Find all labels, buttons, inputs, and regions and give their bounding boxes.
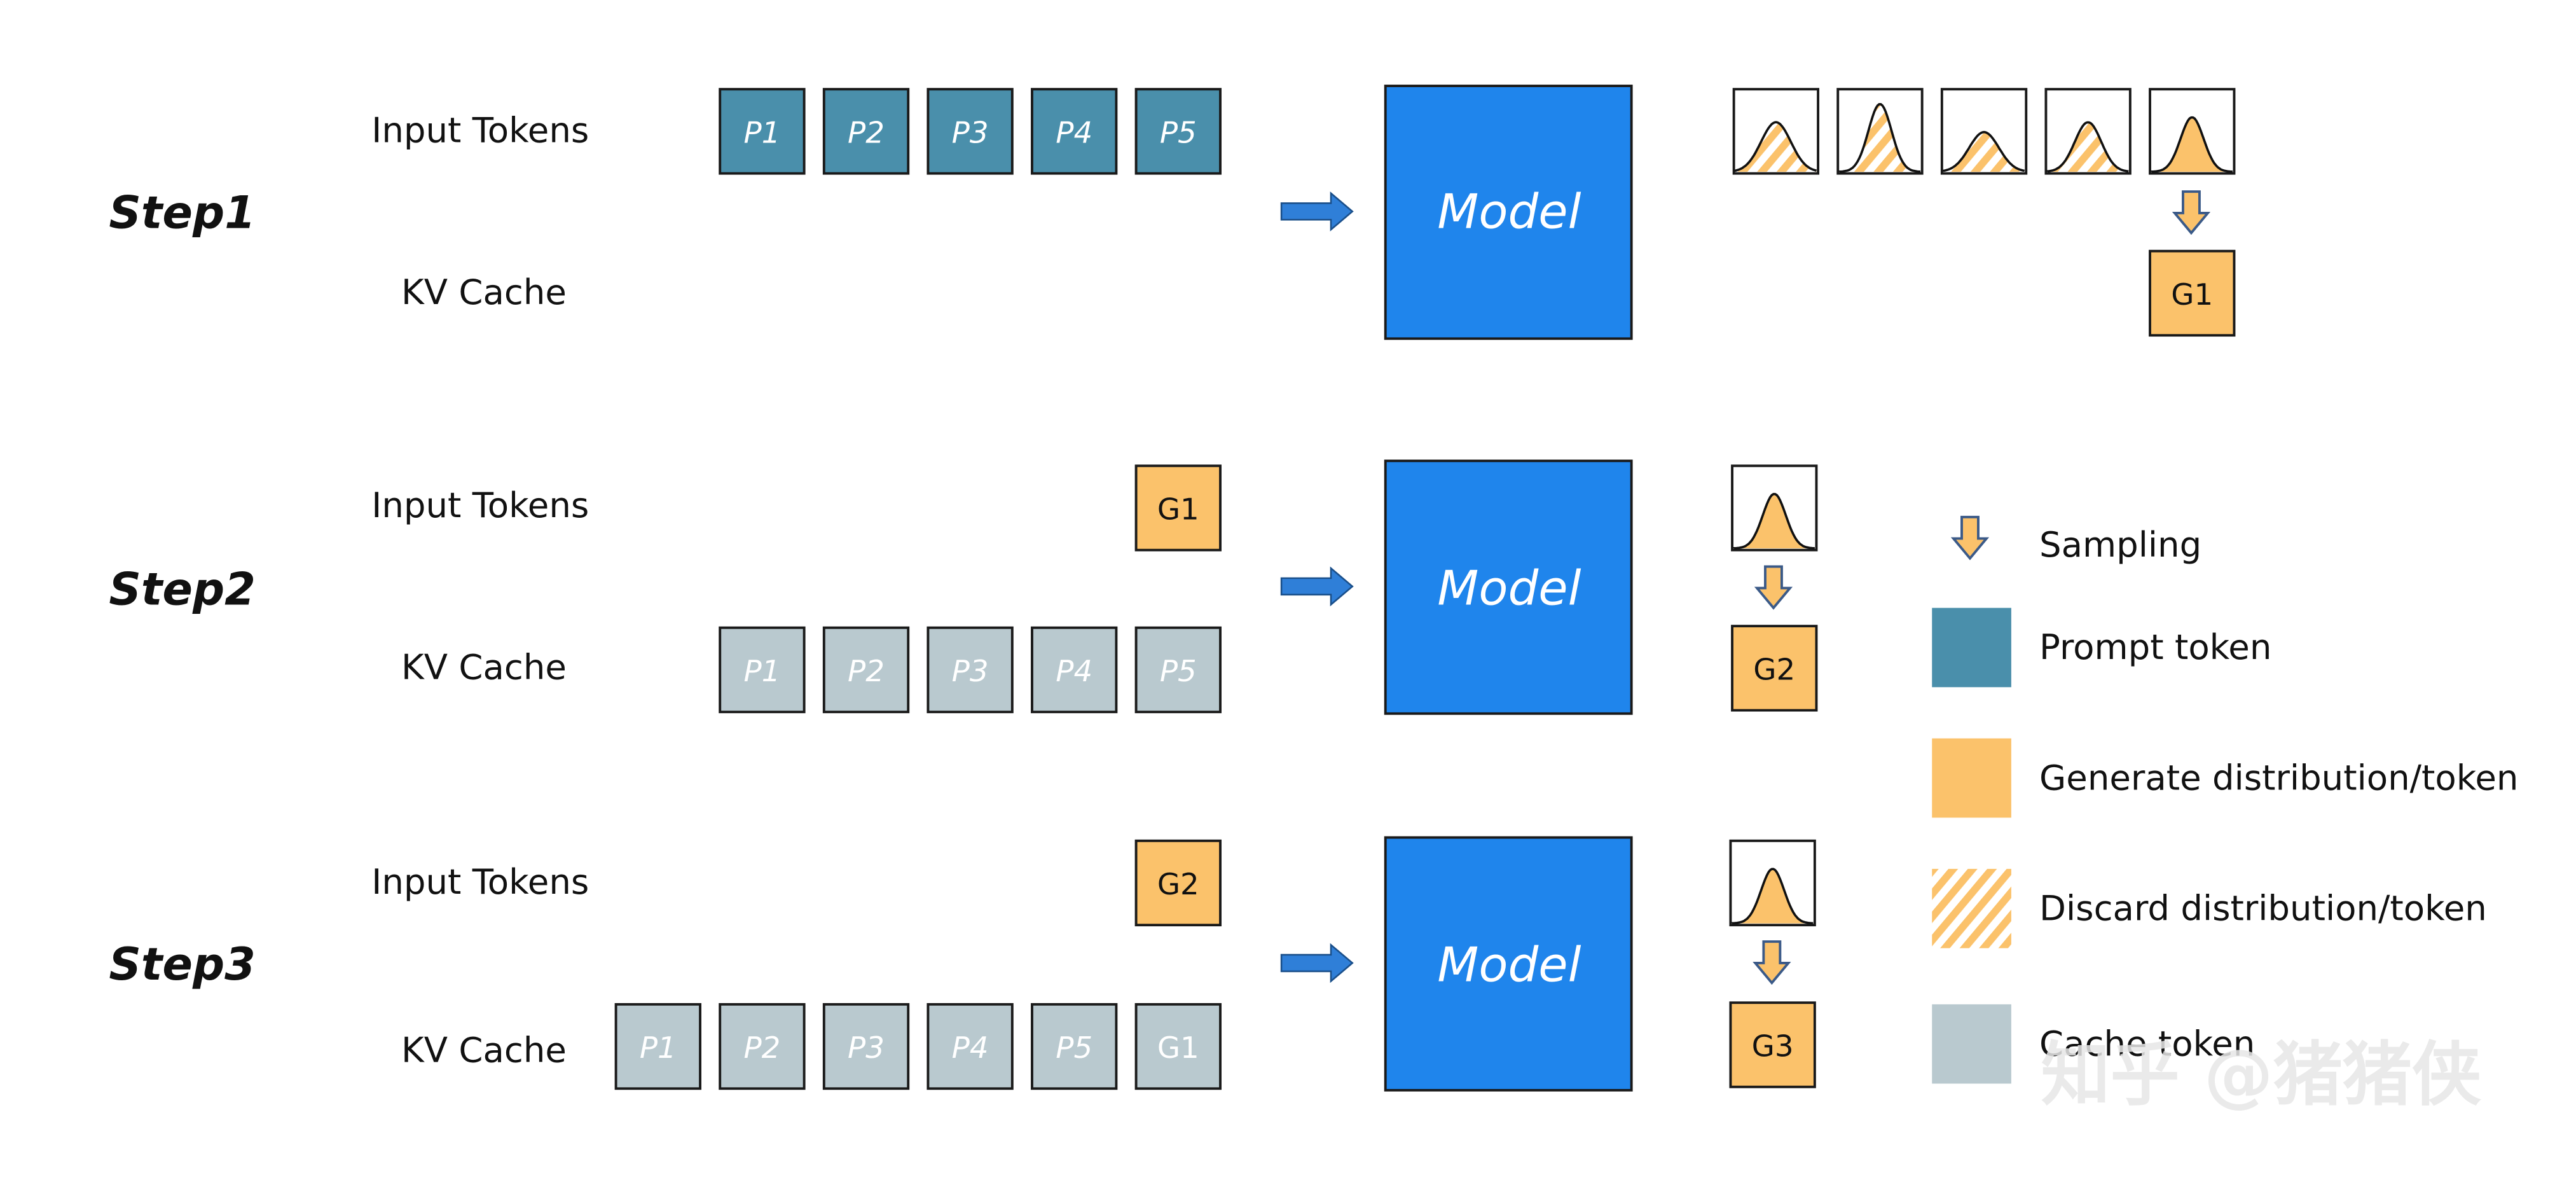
token-g3-output-label: G3 [1752,1030,1794,1064]
watermark-text: 知乎 @猪猪侠 [2041,1034,2482,1115]
step-3-sampling-arrow-icon [1753,940,1791,985]
generate-distribution-icon [1729,839,1816,927]
step-3-output-token: G3 [1729,1001,1816,1088]
step-2-cache-tokens: P1 P2 P3 P4 P5 [719,626,1222,714]
step-2-model-label: Model [1437,560,1581,616]
legend-generate-swatch [1932,738,2011,818]
token-g2-label: G2 [1157,868,1199,902]
token-g3-output: G3 [1729,1001,1816,1088]
discard-distribution-icon [1940,88,2028,175]
legend-cache-swatch [1932,1004,2011,1084]
step-2-model-arrow [1280,566,1354,607]
token-p5: P5 [1134,88,1222,175]
step-2-distributions [1731,464,1818,552]
token-p1: P1 [719,626,806,714]
token-p2-label: P2 [848,655,885,689]
step-2-output-token: G2 [1731,625,1818,712]
token-p4-label: P4 [1056,116,1092,151]
legend: Sampling Prompt token Generate distribut… [1932,515,2518,1084]
step-3-label: Step3 [109,938,256,990]
step-2-input-tokens-label: Input Tokens [371,485,589,525]
token-p5-label: P5 [1160,116,1197,151]
legend-sampling-icon [1950,515,1990,560]
token-p2: P2 [822,88,910,175]
step-3-kv-cache-label: KV Cache [401,1030,567,1071]
legend-prompt-label: Prompt token [2039,627,2271,667]
token-p2: P2 [719,1003,806,1090]
step-1-model-arrow [1280,191,1354,232]
token-p5-label: P5 [1160,655,1197,689]
step-1-group: Step1 Input Tokens KV Cache P1 P2 P3 P4 P5 M… [109,85,2236,340]
step-2-input-tokens: G1 [1134,464,1222,552]
legend-prompt-swatch [1932,607,2011,688]
token-g1-output-label: G1 [2171,278,2213,312]
step-1-kv-cache-label: KV Cache [401,272,567,312]
step-3-cache-tokens: P1 P2 P3 P4 P5 G1 [614,1003,1222,1090]
token-p4: P4 [1031,626,1118,714]
step-1-output-token: G1 [2149,249,2236,337]
legend-sampling-label: Sampling [2039,524,2201,565]
step-3-model-arrow [1280,943,1354,983]
token-p3: P3 [926,626,1014,714]
step-1-model-label: Model [1437,183,1581,239]
token-p1-label: P1 [743,655,780,689]
token-p4: P4 [926,1003,1014,1090]
step-1-input-tokens-label: Input Tokens [371,109,589,150]
token-g1: G1 [1134,1003,1222,1090]
step-1-model-box: Model [1384,85,1633,340]
token-p3-label: P3 [952,655,989,689]
token-g1-label: G1 [1157,1031,1199,1065]
step-1-label: Step1 [109,186,256,239]
step-1-input-tokens: P1 P2 P3 P4 P5 [719,88,1222,175]
token-g1-label: G1 [1157,493,1199,527]
token-p1: P1 [719,88,806,175]
token-g2-output: G2 [1731,625,1818,712]
token-p5-label: P5 [1056,1031,1092,1065]
token-p4-label: P4 [952,1031,989,1065]
step-2-sampling-arrow-icon [1754,565,1793,610]
step-3-distributions [1729,839,1816,927]
token-p3-label: P3 [952,116,989,151]
step-1-distributions [1732,88,2236,175]
discard-distribution-icon [1732,88,1820,175]
step-3-model-box: Model [1384,836,1633,1092]
legend-generate-label: Generate distribution/token [2039,757,2518,798]
legend-cache-label: Cache token [2039,1023,2255,1064]
token-p1: P1 [614,1003,701,1090]
token-g1-output: G1 [2149,249,2236,337]
token-g2-output-label: G2 [1753,653,1795,688]
generate-distribution-icon [2149,88,2236,175]
step-2-label: Step2 [109,563,256,615]
discard-distribution-icon [1836,88,1924,175]
step-3-input-tokens-label: Input Tokens [371,861,589,902]
token-p4: P4 [1031,88,1118,175]
step-2-kv-cache-label: KV Cache [401,646,567,687]
token-p3-label: P3 [848,1031,885,1065]
token-p2-label: P2 [848,116,885,151]
token-p3: P3 [926,88,1014,175]
token-g1: G1 [1134,464,1222,552]
token-p5: P5 [1134,626,1222,714]
token-p5: P5 [1031,1003,1118,1090]
token-p2: P2 [822,626,910,714]
legend-discard-label: Discard distribution/token [2039,887,2487,928]
token-p3: P3 [822,1003,910,1090]
legend-discard-swatch [1932,868,2011,948]
token-p1-label: P1 [640,1031,677,1065]
token-p4-label: P4 [1056,655,1092,689]
token-p2-label: P2 [743,1031,780,1065]
token-p1-label: P1 [743,116,780,151]
generate-distribution-icon [1731,464,1818,552]
step-3-model-label: Model [1437,936,1581,992]
step-3-input-tokens: G2 [1134,839,1222,927]
discard-distribution-icon [2044,88,2132,175]
token-g2: G2 [1134,839,1222,927]
step-2-model-box: Model [1384,459,1633,715]
step-1-sampling-arrow-icon [2172,190,2211,235]
